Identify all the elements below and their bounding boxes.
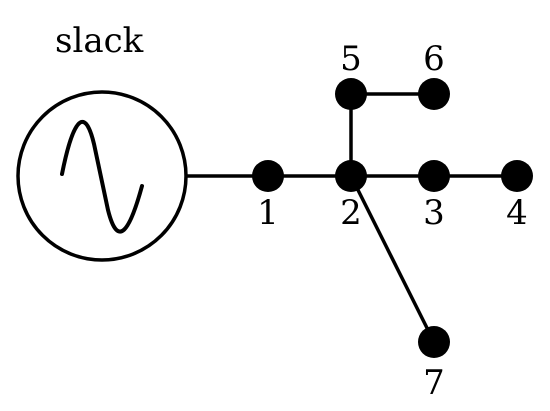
bus-label-6: 6 bbox=[423, 39, 445, 79]
bus-label-5: 5 bbox=[340, 39, 362, 79]
bus-label-3: 3 bbox=[423, 193, 445, 233]
bus-label-4: 4 bbox=[506, 193, 528, 233]
bus-3 bbox=[418, 160, 450, 192]
buses bbox=[252, 78, 533, 358]
bus-6 bbox=[418, 78, 450, 110]
bus-labels: 1 2 3 4 5 6 7 bbox=[257, 39, 528, 403]
bus-label-2: 2 bbox=[340, 193, 362, 233]
bus-4 bbox=[501, 160, 533, 192]
slack-label: slack bbox=[55, 21, 144, 61]
bus-label-7: 7 bbox=[423, 363, 445, 403]
bus-label-1: 1 bbox=[257, 193, 279, 233]
bus-5 bbox=[335, 78, 367, 110]
line-2-7 bbox=[349, 174, 436, 344]
bus-7 bbox=[418, 326, 450, 358]
bus-1 bbox=[252, 160, 284, 192]
bus-2 bbox=[335, 160, 367, 192]
sine-wave-generator-icon bbox=[16, 90, 188, 262]
